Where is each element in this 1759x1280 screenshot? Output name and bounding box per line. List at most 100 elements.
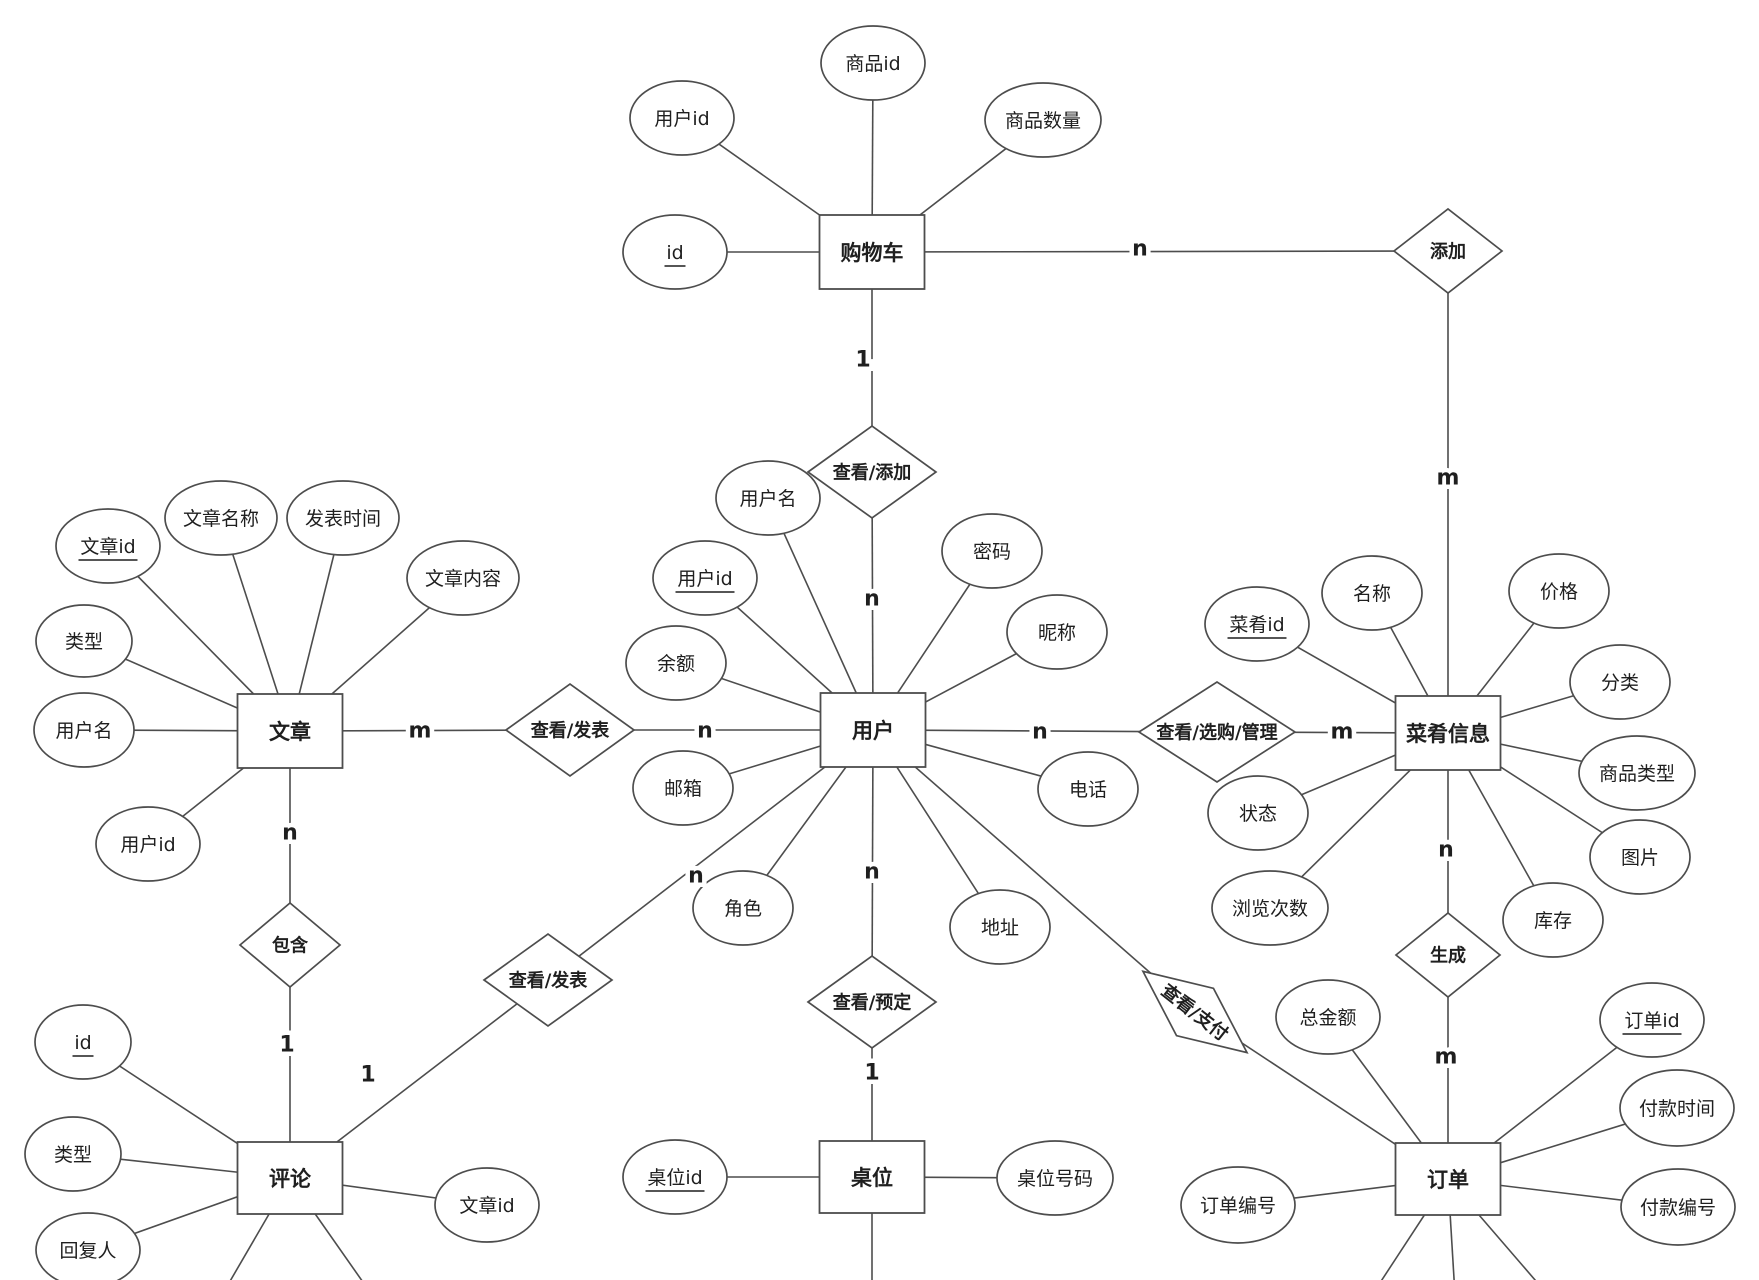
attr-dish-views: 浏览次数 [1211,870,1329,946]
attr-order-no-ellipse [1180,1166,1296,1244]
cardinality-label: 1 [855,348,870,373]
entity-article: 文章 [236,693,344,769]
entity-box-comment [236,1141,344,1215]
attr-table-number-label: 桌位号码 [1017,1168,1093,1190]
entity-box-article [236,693,344,769]
attr-dish-price-ellipse [1508,553,1610,629]
attr-cart-id-label: id [666,242,683,264]
rel-view-select-manage-diamond [1137,680,1297,784]
rel-view-add-label: 查看/添加 [833,462,912,484]
attr-article-id: 文章id [55,508,161,584]
rel-view-reserve-label: 查看/预定 [833,992,912,1014]
entity-table: 桌位 [818,1140,926,1214]
attr-order-id-ellipse [1599,982,1705,1058]
cardinality-label: n [1438,838,1454,863]
attr-order-no-label: 订单编号 [1200,1195,1276,1217]
attr-dish-category-label: 分类 [1601,672,1639,694]
attr-user-balance-ellipse [625,625,727,701]
attr-article-username-ellipse [33,692,135,768]
rel-view-add: 查看/添加 [806,424,938,520]
rel-view-publish-2: 查看/发表 [482,932,614,1028]
cardinality-label: n [282,821,298,846]
attr-order-total-label: 总金额 [1299,1007,1356,1029]
attr-dish-goods-type: 商品类型 [1578,735,1696,811]
rel-view-publish-label: 查看/发表 [531,720,611,742]
rel-view-select-manage: 查看/选购/管理 [1137,680,1297,784]
attr-article-pubtime: 发表时间 [286,480,400,556]
rel-contain: 包含 [238,901,342,989]
rel-view-pay-diamond [1141,970,1249,1054]
cardinality-label: n [1132,237,1148,262]
attr-dish-stock-ellipse [1502,882,1604,958]
attr-comment-replier-label: 回复人 [59,1240,116,1262]
rel-add-label: 添加 [1430,241,1466,263]
entity-label-cart: 购物车 [841,241,904,265]
attr-table-id-ellipse [622,1139,728,1215]
cardinality-label: n [697,719,713,744]
attr-user-role-label: 角色 [724,898,762,920]
attr-user-id-ellipse [652,540,758,616]
cardinality-label: n [864,587,880,612]
entity-label-user: 用户 [852,719,894,743]
cardinality-label: 1 [279,1033,294,1058]
attr-dish-status-ellipse [1207,775,1309,851]
entity-box-table [818,1140,926,1214]
attr-table-id-label: 桌位id [647,1167,702,1189]
attr-article-content-label: 文章内容 [425,568,501,590]
attr-user-address-label: 地址 [981,917,1019,939]
attr-comment-type-label: 类型 [54,1144,92,1166]
attr-dish-stock: 库存 [1502,882,1604,958]
attr-article-content: 文章内容 [406,540,520,616]
rel-generate-label: 生成 [1430,945,1466,967]
attr-order-total-ellipse [1275,979,1381,1055]
shape-layer: 购物车文章用户菜肴信息评论桌位订单添加查看/添加查看/发表查看/选购/管理包含查… [24,25,1736,1280]
rel-contain-label: 包含 [272,935,309,957]
attr-comment-article-id: 文章id [434,1167,540,1243]
attr-dish-goods-type-label: 商品类型 [1599,763,1675,785]
attr-user-role: 角色 [692,870,794,946]
attr-article-type-label: 类型 [65,631,103,653]
attr-comment-article-id-label: 文章id [459,1195,514,1217]
attr-dish-image-ellipse [1589,819,1691,895]
cardinality-label: n [864,860,880,885]
entity-user: 用户 [819,692,927,768]
attr-comment-type: 类型 [24,1116,122,1192]
attr-cart-user-id-label: 用户id [654,108,709,130]
attr-article-user-id-ellipse [95,806,201,882]
attr-dish-image-label: 图片 [1621,847,1659,869]
attr-comment-article-id-ellipse [434,1167,540,1243]
attr-comment-replier: 回复人 [35,1212,141,1280]
attr-article-name-label: 文章名称 [183,508,259,530]
attr-article-pubtime-label: 发表时间 [305,508,381,530]
attr-dish-views-label: 浏览次数 [1232,898,1308,920]
attr-comment-type-ellipse [24,1116,122,1192]
rel-generate: 生成 [1394,911,1502,999]
rel-view-add-diamond [806,424,938,520]
attr-cart-user-id-ellipse [629,80,735,156]
entity-cart: 购物车 [818,214,926,290]
entity-label-order: 订单 [1427,1168,1469,1192]
entity-box-order [1394,1142,1502,1216]
cardinality-label: m [1331,720,1354,745]
attr-user-email-label: 邮箱 [664,778,702,800]
rel-view-publish-2-diamond [482,932,614,1028]
attr-comment-replier-ellipse [35,1212,141,1280]
rel-generate-diamond [1394,911,1502,999]
attr-order-id: 订单id [1599,982,1705,1058]
attr-user-address-ellipse [949,889,1051,965]
attr-order-id-label: 订单id [1624,1010,1679,1032]
rel-view-select-manage-label: 查看/选购/管理 [1156,722,1277,744]
rel-view-reserve-diamond [806,954,938,1050]
attr-user-nickname-ellipse [1006,594,1108,670]
attr-article-name-ellipse [164,480,278,556]
attr-user-username-label: 用户名 [739,488,796,510]
attr-dish-name: 名称 [1321,555,1423,631]
attr-user-balance: 余额 [625,625,727,701]
attr-dish-image: 图片 [1589,819,1691,895]
relationship-connector [872,729,1196,1013]
attr-user-username-ellipse [715,460,821,536]
attr-comment-id-label: id [74,1032,91,1054]
attr-dish-category-ellipse [1569,644,1671,720]
attr-user-address: 地址 [949,889,1051,965]
